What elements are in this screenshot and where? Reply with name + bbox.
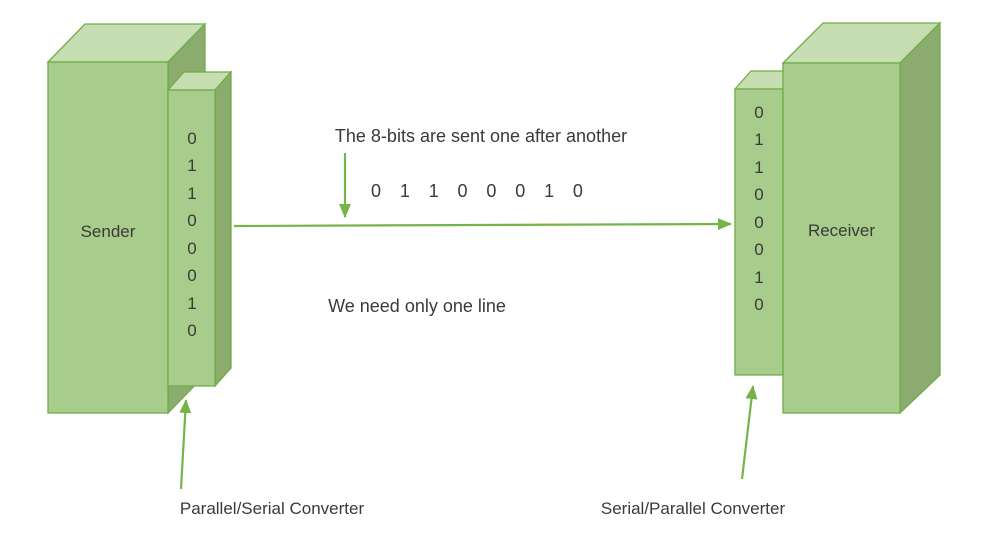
bit: 1 [544,181,555,201]
sender-label: Sender [80,222,136,241]
left-converter-label: Parallel/Serial Converter [179,499,365,518]
receiver-box [781,21,942,415]
middle-caption: We need only one line [328,296,506,316]
bit: 1 [187,156,197,176]
bit: 0 [754,212,764,232]
right-converter-pointer-arrow [740,385,758,480]
sender-converter-side-face [214,70,232,388]
receiver-converter-bits: 0 1 1 0 0 0 1 0 [737,103,781,315]
sender-converter-front-face [167,89,216,387]
sender-converter-bits: 0 1 1 0 0 0 1 0 [170,129,214,341]
receiver-box-side-face [899,21,941,415]
bit: 0 [371,181,382,201]
bit: 0 [187,211,197,231]
sender-box-front-face [47,61,169,414]
bit: 0 [486,181,497,201]
bit: 1 [754,130,764,150]
bit: 1 [754,267,764,287]
right-converter-label: Serial/Parallel Converter [600,499,786,518]
bit: 0 [572,181,583,201]
receiver-label: Receiver [807,221,876,240]
left-converter-pointer-arrow [179,399,192,490]
bit: 0 [754,185,764,205]
bit: 0 [754,240,764,260]
bit: 1 [187,183,197,203]
transmission-line-arrow [233,218,732,231]
bit: 1 [754,157,764,177]
bit: 0 [457,181,468,201]
bit: 1 [428,181,439,201]
bit: 0 [754,103,764,122]
bit: 0 [754,294,764,314]
top-caption: The 8-bits are sent one after another [334,126,628,146]
bit: 0 [515,181,526,201]
receiver-box-front-face [782,62,901,414]
bit: 0 [187,320,197,340]
sender-converter-box [166,70,233,388]
bit: 1 [187,293,197,313]
bit: 0 [187,129,197,148]
bit: 1 [399,181,410,201]
bit: 0 [187,266,197,286]
bit: 0 [187,238,197,258]
serial-bit-stream: 0 1 1 0 0 0 1 0 [371,181,583,202]
